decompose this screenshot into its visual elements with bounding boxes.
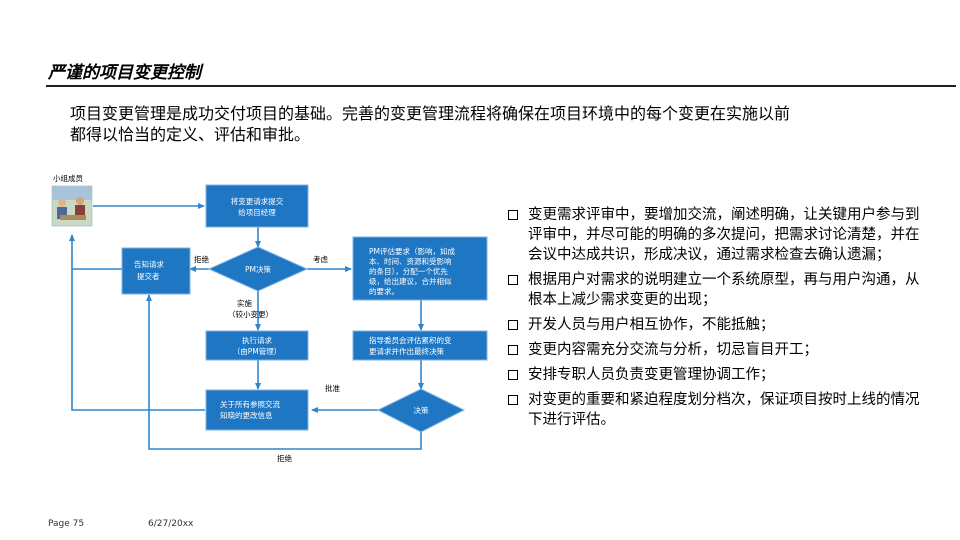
checkbox-bullet-icon: [508, 320, 518, 330]
final-decision-diamond: [376, 388, 466, 433]
label-reject-2: 拒绝: [277, 453, 292, 463]
committee-review-box: [352, 330, 488, 361]
notify-text-2: 提交者: [137, 271, 160, 281]
guideline-list: 变更需求评审中，要增加交流，阐述明确，让关键用户参与到评审中，并尽可能的明确的多…: [508, 205, 933, 435]
list-item: 变更内容需充分交流与分析，切忌盲目开工；: [508, 340, 933, 360]
execute-request-box: [205, 330, 309, 361]
notify-submitter-box: [121, 247, 191, 295]
intro-paragraph: 项目变更管理是成功交付项目的基础。完善的变更管理流程将确保在项目环境中的每个变更…: [70, 103, 900, 145]
submit-request-box: [205, 184, 309, 228]
submit-text-1: 将变更请求提交: [231, 196, 284, 206]
line-close-to-team: [69, 234, 205, 411]
committee-text-2: 更请求并作出最终决策: [369, 346, 444, 356]
slide-title: 严谨的项目变更控制: [48, 63, 201, 83]
eval-text-4: 级，给出建议，合并相似: [369, 276, 452, 286]
list-item: 对变更的重要和紧迫程度划分档次，保证项目按时上线的情况下进行评估。: [508, 390, 933, 430]
eval-text-2: 本、时间、资源和受影响: [369, 256, 452, 266]
checkbox-bullet-icon: [508, 395, 518, 405]
team-photo-icon: [51, 185, 93, 227]
eval-text-5: 的要求。: [369, 286, 399, 296]
close-text-2: 知晓的更改信息: [220, 410, 273, 420]
final-decision-text: 决策: [414, 405, 429, 415]
pm-evaluation-box: [352, 236, 488, 301]
close-text-1: 关于所有参照交流: [220, 399, 280, 409]
list-item: 开发人员与用户相互协作，不能抵触；: [508, 315, 933, 335]
footer-date: 6/27/20xx: [148, 519, 194, 529]
execute-text-2: （由PM管理）: [233, 346, 282, 356]
label-implement-1: 实施: [237, 298, 252, 308]
list-item: 安排专职人员负责变更管理协调工作；: [508, 365, 933, 385]
label-implement-2: （较小变更）: [228, 309, 273, 319]
inform-changes-box: [205, 389, 309, 431]
eval-text-1: PM评估要求（影响，如成: [369, 246, 455, 256]
execute-text-1: 执行请求: [242, 335, 272, 345]
checkbox-bullet-icon: [508, 210, 518, 220]
eval-text-3: 的条目），分配一个优先: [369, 266, 448, 276]
submit-text-2: 给项目经理: [238, 207, 276, 217]
checkbox-bullet-icon: [508, 275, 518, 285]
label-approve: 批准: [325, 383, 340, 393]
notify-text-1: 告知请求: [134, 259, 164, 269]
checkbox-bullet-icon: [508, 370, 518, 380]
label-consider: 考虑: [313, 254, 328, 264]
title-divider: [46, 85, 956, 87]
pm-decision-text: PM决策: [245, 264, 271, 274]
intro-line-2: 都得以恰当的定义、评估和审批。: [70, 125, 311, 144]
checkbox-bullet-icon: [508, 345, 518, 355]
team-member-label: 小组成员: [53, 173, 83, 183]
list-item: 变更需求评审中，要增加交流，阐述明确，让关键用户参与到评审中，并尽可能的明确的多…: [508, 205, 933, 265]
list-item: 根据用户对需求的说明建立一个系统原型，再与用户沟通，从根本上减少需求变更的出现；: [508, 270, 933, 310]
label-reject-1: 拒绝: [194, 254, 209, 264]
page-number: Page 75: [48, 519, 85, 529]
line-decision-reject: [146, 294, 422, 450]
pm-decision-diamond: [207, 246, 309, 292]
committee-text-1: 指导委员会评估累积的变: [369, 335, 452, 345]
intro-line-1: 项目变更管理是成功交付项目的基础。完善的变更管理流程将确保在项目环境中的每个变更…: [70, 104, 791, 123]
